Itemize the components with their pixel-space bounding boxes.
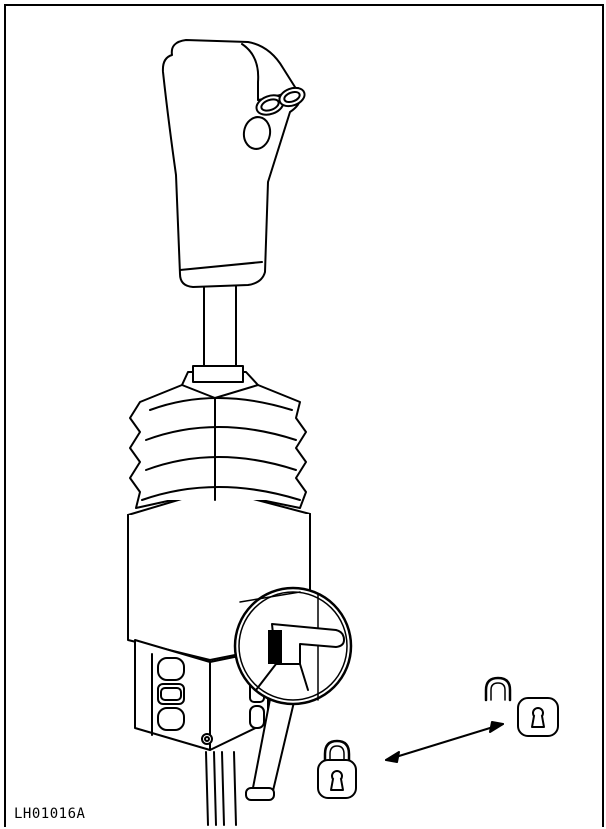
cables (205, 751, 237, 826)
joystick-handle (161, 39, 302, 288)
figure-frame (4, 4, 604, 827)
bellows-boot (129, 371, 307, 509)
double-headed-arrow-icon (385, 721, 504, 763)
joystick-shaft (192, 284, 244, 383)
figure-code-label: LH01016A (12, 806, 88, 822)
padlock-open-icon (484, 676, 559, 737)
padlock-closed-icon (317, 739, 357, 799)
handle-buttons (242, 86, 306, 150)
detail-magnifier (233, 586, 353, 706)
